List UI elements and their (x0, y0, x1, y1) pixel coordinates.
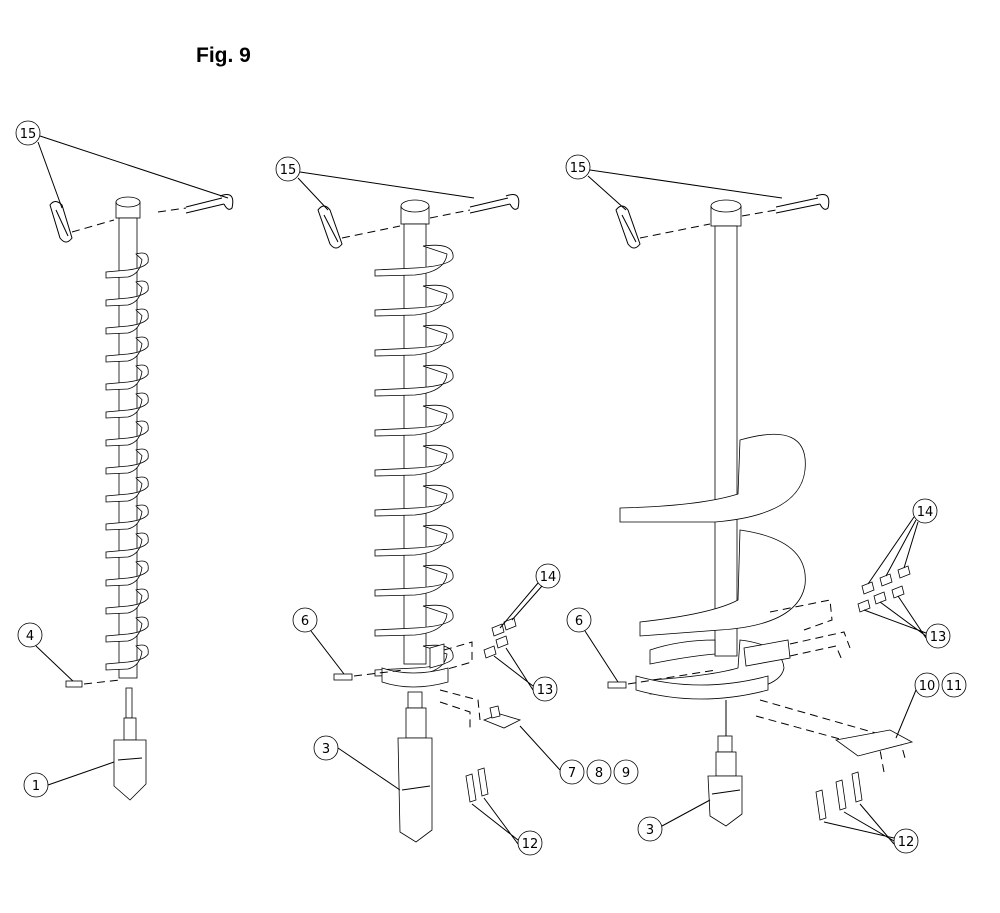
clip-pin-icon (615, 205, 641, 249)
flight-segment (105, 336, 149, 363)
flight-segment (374, 244, 454, 277)
svg-text:8: 8 (595, 766, 603, 781)
clip-pin-icon (317, 205, 343, 249)
svg-text:9: 9 (622, 766, 630, 781)
callout-1: 1 (23, 761, 115, 798)
teeth-icon (465, 767, 489, 803)
auger-shaft (710, 199, 742, 657)
hitch-pin-icon (775, 194, 830, 214)
flight-segment (105, 308, 149, 335)
svg-text:14: 14 (917, 505, 934, 520)
flight-segment (105, 280, 149, 307)
flight-segment (105, 504, 149, 531)
callout-15-a2: 15 (275, 156, 475, 211)
flight-segment (374, 484, 454, 517)
auger-bottom-plate (381, 667, 449, 688)
callout-3-a3: 3 (637, 799, 711, 842)
svg-text:15: 15 (570, 161, 587, 176)
flight-segment (105, 420, 149, 447)
svg-text:13: 13 (537, 683, 554, 698)
callout-15-a3: 15 (565, 154, 783, 211)
callout-4: 4 (17, 622, 77, 685)
hitch-pin-icon (469, 194, 520, 214)
svg-text:3: 3 (646, 823, 654, 838)
teeth-icon (815, 771, 863, 821)
auger-tip (397, 691, 433, 843)
auger-2: 15 6 (275, 156, 639, 856)
svg-text:12: 12 (898, 835, 915, 850)
callout-15-a1: 15 (15, 120, 229, 209)
auger-3: 15 6 (565, 154, 967, 854)
svg-text:12: 12 (522, 837, 539, 852)
svg-text:1: 1 (32, 779, 40, 794)
bolts-icon (483, 617, 517, 659)
shear-pin-icon (607, 681, 627, 689)
svg-text:7: 7 (568, 766, 576, 781)
flight-segment (374, 364, 454, 397)
auger-1: 15 4 (15, 120, 234, 801)
callout-14-a2: 14 (499, 563, 561, 629)
flight-segment (105, 364, 149, 391)
flight-segment (374, 404, 454, 437)
flight-segment (105, 392, 149, 419)
svg-text:4: 4 (26, 629, 34, 644)
flight-segment (105, 448, 149, 475)
flight-segment (105, 644, 149, 671)
flight-segment (105, 532, 149, 559)
flight-segment (374, 604, 454, 637)
flight-segment (374, 444, 454, 477)
svg-text:10: 10 (919, 679, 936, 694)
flight-segment (105, 616, 149, 643)
flight-segment (374, 284, 454, 317)
svg-text:6: 6 (301, 614, 309, 629)
svg-text:6: 6 (575, 614, 583, 629)
callout-3-a2: 3 (313, 735, 401, 791)
callout-7-8-9: 7 8 9 (519, 725, 639, 785)
callout-13-a3: 13 (863, 595, 951, 649)
auger-tip (113, 687, 147, 801)
flight-segment (374, 564, 454, 597)
svg-text:14: 14 (540, 570, 557, 585)
svg-text:13: 13 (930, 630, 947, 645)
callout-12-a2: 12 (471, 797, 543, 856)
auger-flights (105, 252, 149, 671)
shear-pin-icon (65, 680, 83, 688)
auger-flights (374, 244, 454, 677)
flight-segment (374, 524, 454, 557)
callout-6-a3: 6 (566, 607, 619, 683)
callout-13-a2: 13 (493, 647, 558, 702)
auger-bottom-plate (635, 675, 769, 700)
cutter-bracket (429, 641, 522, 729)
callout-12-a3: 12 (823, 803, 919, 854)
cutter-bracket (743, 599, 914, 773)
flight-segment (105, 588, 149, 615)
flight-segment (105, 252, 149, 279)
auger-tip (707, 735, 743, 827)
svg-text:3: 3 (322, 742, 330, 757)
svg-text:11: 11 (946, 679, 963, 694)
flight-segment (105, 476, 149, 503)
callout-10-11: 10 11 (895, 672, 967, 739)
shear-pin-icon (333, 673, 353, 681)
flight-segment (374, 324, 454, 357)
figure-title: Fig. 9 (196, 44, 251, 67)
callout-6-a2: 6 (292, 607, 345, 675)
svg-text:15: 15 (20, 127, 37, 142)
hitch-pin-icon (185, 194, 234, 214)
clip-pin-icon (49, 201, 73, 243)
svg-text:15: 15 (280, 163, 297, 178)
callout-14-a3: 14 (867, 498, 938, 585)
flight-segment (105, 560, 149, 587)
